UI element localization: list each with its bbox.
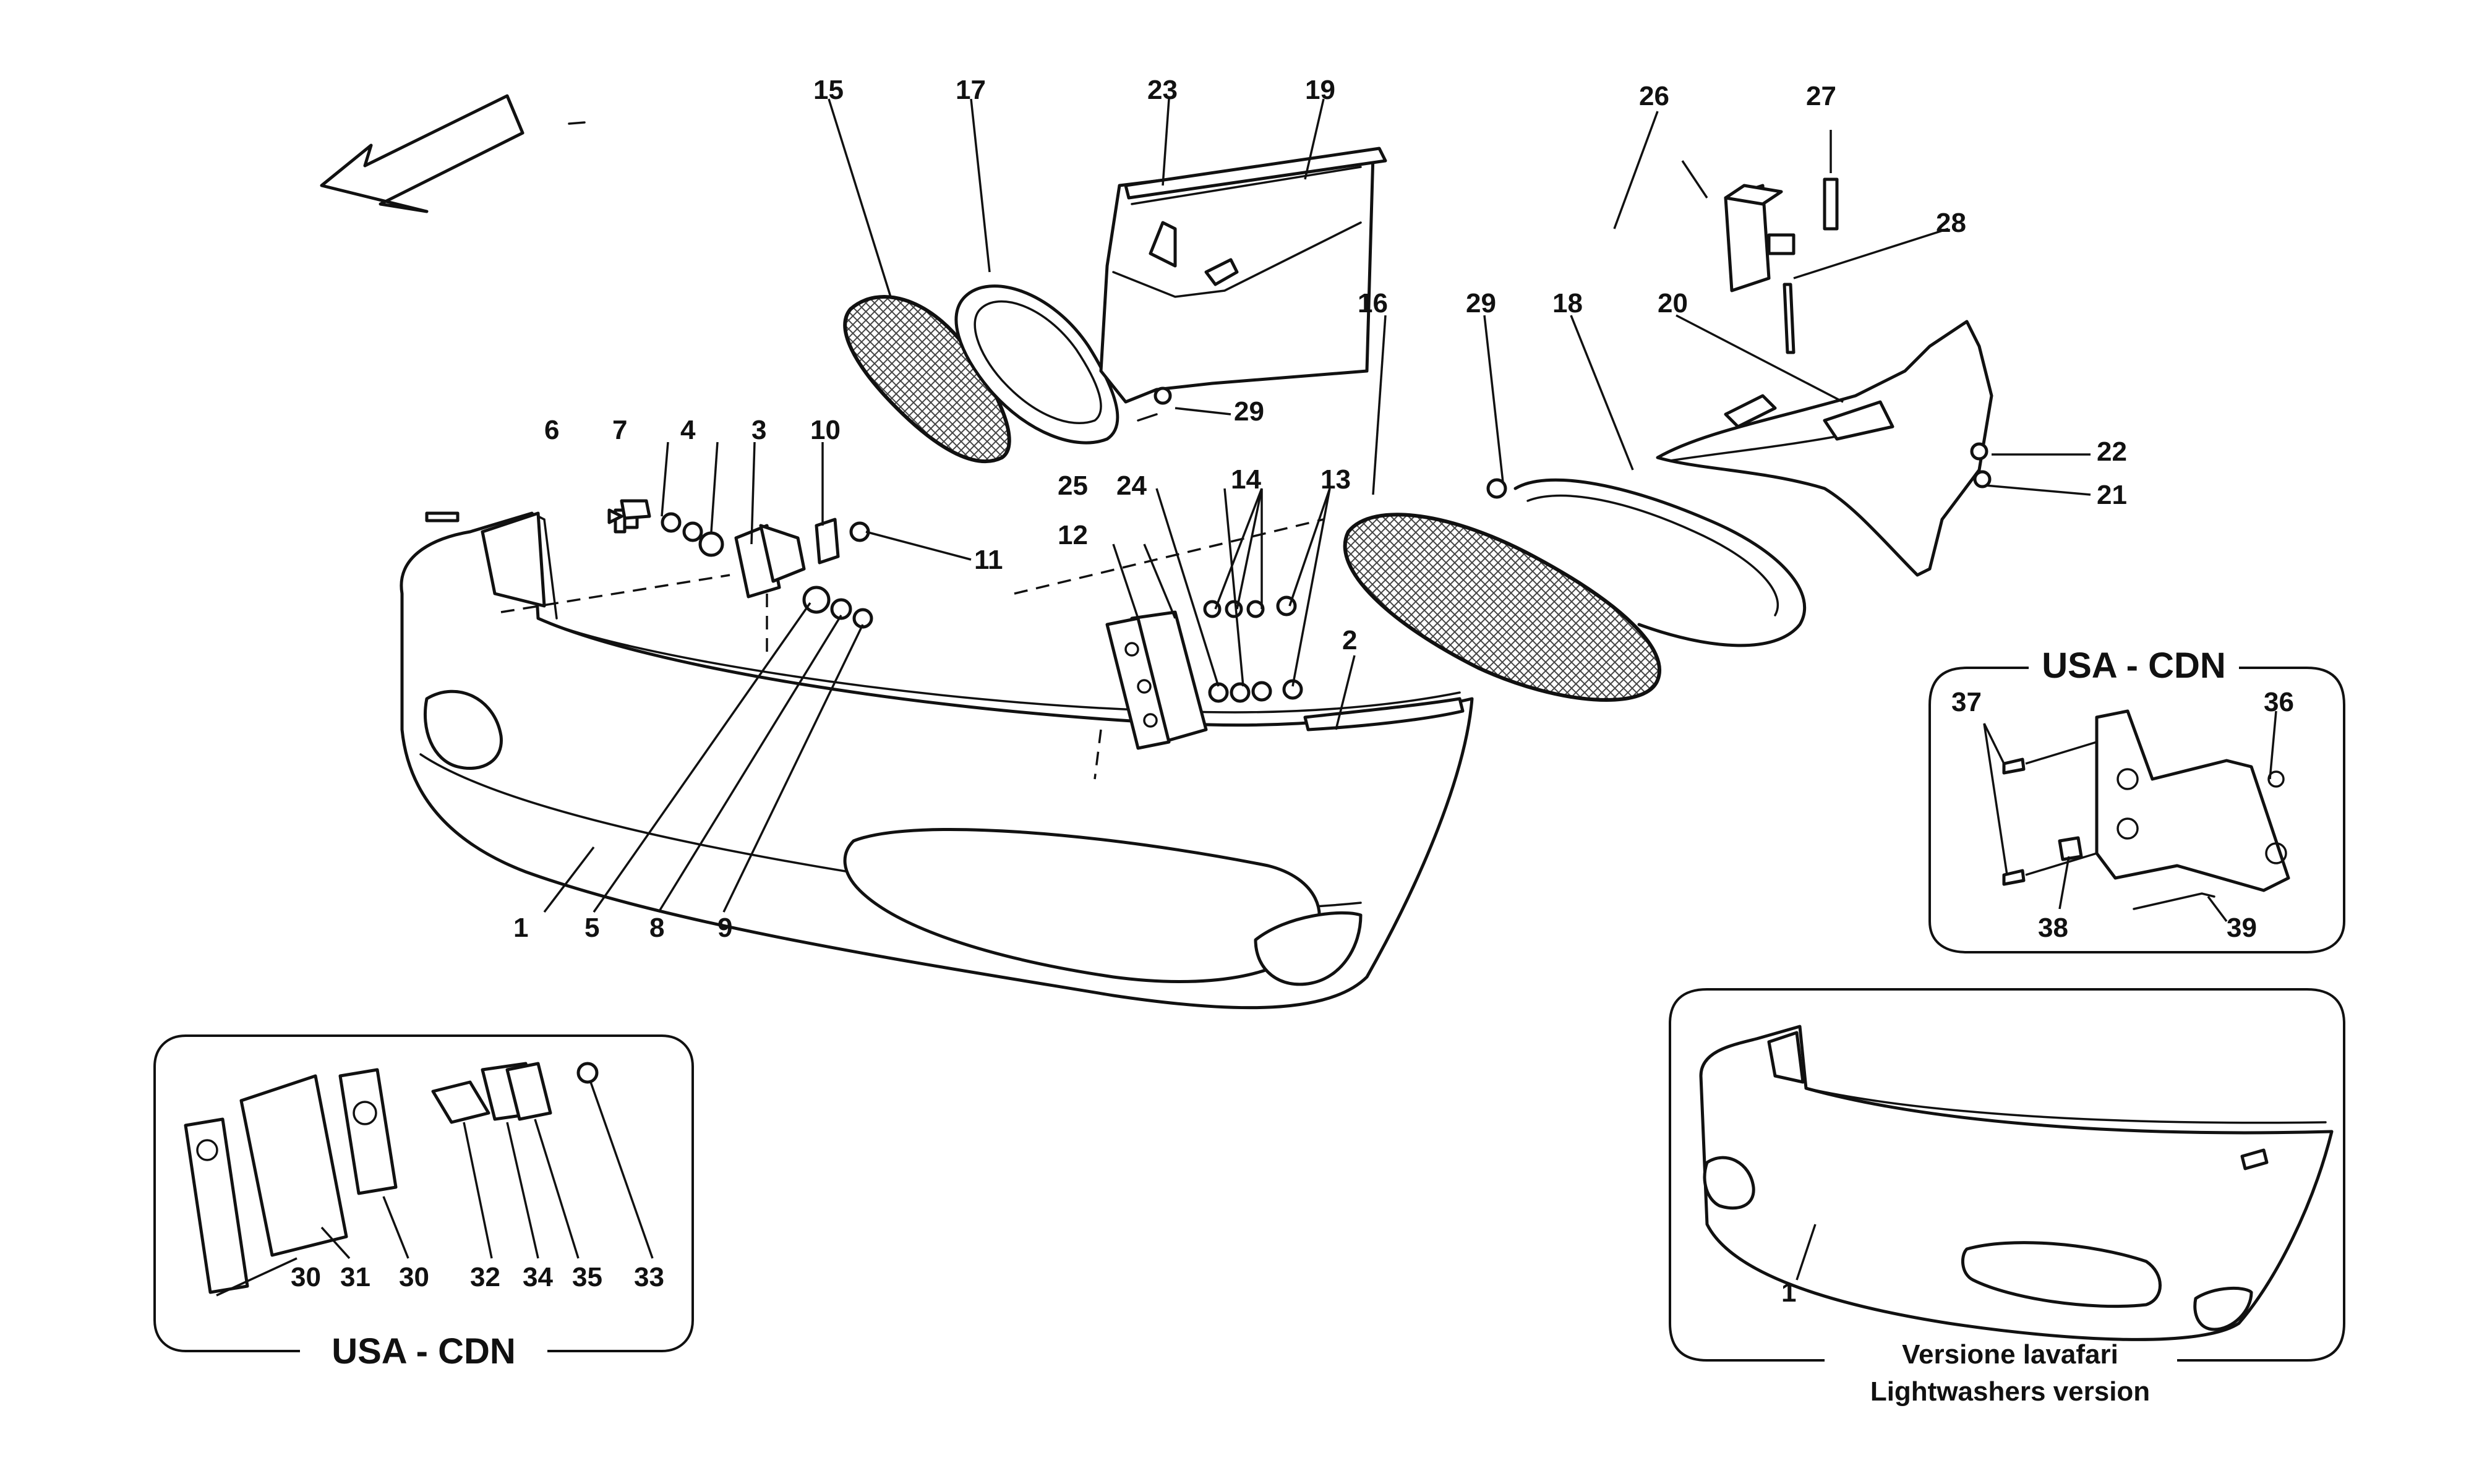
callout-18: 18 <box>1552 288 1583 318</box>
callout-22: 22 <box>2097 437 2127 467</box>
callout-30-b: 30 <box>399 1262 429 1292</box>
callout-23: 23 <box>1147 75 1178 105</box>
callout-38: 38 <box>2038 913 2068 943</box>
leader-lines <box>543 98 2091 913</box>
left-grille-assembly <box>843 147 1387 464</box>
callout-16: 16 <box>1358 288 1388 318</box>
callout-25: 25 <box>1058 471 1088 501</box>
callout-30-a: 30 <box>291 1262 321 1292</box>
right-bracket-group <box>1724 177 1839 354</box>
callout-39: 39 <box>2227 913 2257 943</box>
callout-27: 27 <box>1806 81 1836 111</box>
callout-29-right: 29 <box>1466 288 1496 318</box>
callout-36: 36 <box>2264 687 2294 717</box>
callout-9: 9 <box>717 913 732 943</box>
inset-usa-cdn-left: USA - CDN <box>153 1034 694 1371</box>
callout-14: 14 <box>1231 464 1261 495</box>
callout-35: 35 <box>572 1262 602 1292</box>
left-bracket-group <box>425 499 873 655</box>
callout-8: 8 <box>649 913 664 943</box>
callout-26: 26 <box>1639 81 1669 111</box>
callout-4: 4 <box>680 415 696 445</box>
callout-20: 20 <box>1658 288 1688 318</box>
lightwashers-label-it: Versione lavafari <box>1902 1339 2118 1370</box>
callout-37: 37 <box>1951 687 1982 717</box>
inset-usa-cdn-right-title: USA - CDN <box>2042 646 2226 686</box>
inset-usa-cdn-right: USA - CDN <box>1928 646 2345 953</box>
callout-2: 2 <box>1342 625 1357 655</box>
callout-labels: 15 17 23 19 26 27 28 16 29 18 20 22 21 2… <box>291 75 2294 1308</box>
callout-12: 12 <box>1058 520 1088 550</box>
inset-lightwashers: Versione lavafari Lightwashers version <box>1669 988 2345 1407</box>
direction-arrow-icon <box>320 94 586 213</box>
callout-11: 11 <box>974 545 1003 575</box>
callout-5: 5 <box>584 913 599 943</box>
callout-17: 17 <box>956 75 986 105</box>
callout-15: 15 <box>813 75 844 105</box>
callout-24: 24 <box>1116 471 1147 501</box>
callout-19: 19 <box>1305 75 1335 105</box>
callout-10: 10 <box>810 415 841 445</box>
front-bumper <box>400 511 1474 1010</box>
callout-34: 34 <box>523 1262 553 1292</box>
callout-29-left: 29 <box>1234 396 1264 427</box>
callout-1: 1 <box>513 913 528 943</box>
lightwashers-label-en: Lightwashers version <box>1870 1376 2150 1407</box>
callout-3: 3 <box>751 415 766 445</box>
inset-usa-cdn-left-title: USA - CDN <box>332 1331 516 1371</box>
callout-28: 28 <box>1936 208 1966 238</box>
callout-32: 32 <box>470 1262 500 1292</box>
right-grille-assembly <box>1343 320 1993 702</box>
callout-13: 13 <box>1320 464 1351 495</box>
callout-33: 33 <box>634 1262 664 1292</box>
callout-31: 31 <box>340 1262 370 1292</box>
callout-21: 21 <box>2097 480 2127 510</box>
callout-6: 6 <box>544 415 559 445</box>
callout-1-lightwashers: 1 <box>1781 1277 1796 1308</box>
callout-7: 7 <box>612 415 627 445</box>
